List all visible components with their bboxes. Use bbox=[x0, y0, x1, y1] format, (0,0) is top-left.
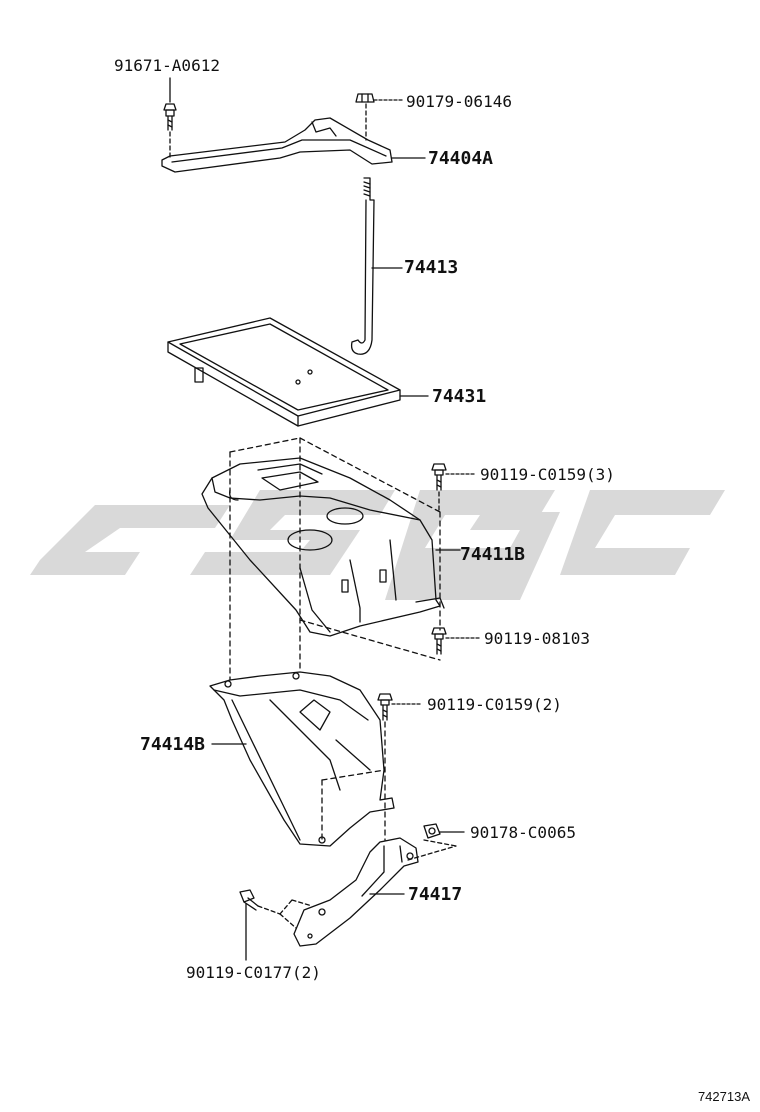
part-label-74411b: 74411B bbox=[460, 544, 526, 565]
figure-number: 742713A bbox=[697, 1089, 750, 1104]
part-label-90119-08103: 90119-08103 bbox=[484, 629, 590, 648]
battery-tray-74431 bbox=[167, 317, 429, 427]
watermark-logo bbox=[30, 490, 725, 600]
bolt-90119-c0159-3-icon bbox=[431, 463, 477, 491]
part-label-90178-c0065: 90178-C0065 bbox=[470, 823, 576, 842]
part-label-91671-a0612: 91671-A0612 bbox=[114, 56, 220, 75]
bolt-91671-icon bbox=[163, 77, 177, 131]
bolt-90119-c0177-icon bbox=[239, 889, 259, 961]
part-label-74414b: 74414B bbox=[140, 734, 206, 755]
part-label-90119-c0159-2: 90119-C0159(2) bbox=[427, 695, 562, 714]
carrier-bracket-74414b bbox=[209, 671, 395, 847]
part-label-90119-c0159-3: 90119-C0159(3) bbox=[480, 465, 615, 484]
hold-down-rod-74413 bbox=[350, 177, 403, 355]
part-label-90119-c0177-2: 90119-C0177(2) bbox=[186, 963, 321, 982]
part-label-90179-06146: 90179-06146 bbox=[406, 92, 512, 111]
nut-90178-icon bbox=[407, 823, 465, 861]
part-label-74417: 74417 bbox=[408, 884, 463, 905]
guide-lines-lower bbox=[321, 721, 386, 841]
part-label-74431: 74431 bbox=[432, 386, 487, 407]
bracket-stay-74417 bbox=[257, 837, 419, 947]
part-label-74404a: 74404A bbox=[428, 148, 494, 169]
nut-90179-icon bbox=[355, 93, 403, 103]
bolt-90119-c0159-2-icon bbox=[377, 693, 423, 721]
bolt-90119-08103-icon bbox=[431, 627, 481, 655]
part-label-74413: 74413 bbox=[404, 257, 459, 278]
battery-carrier-74411b bbox=[201, 457, 461, 637]
battery-clamp-74404a bbox=[161, 117, 426, 173]
